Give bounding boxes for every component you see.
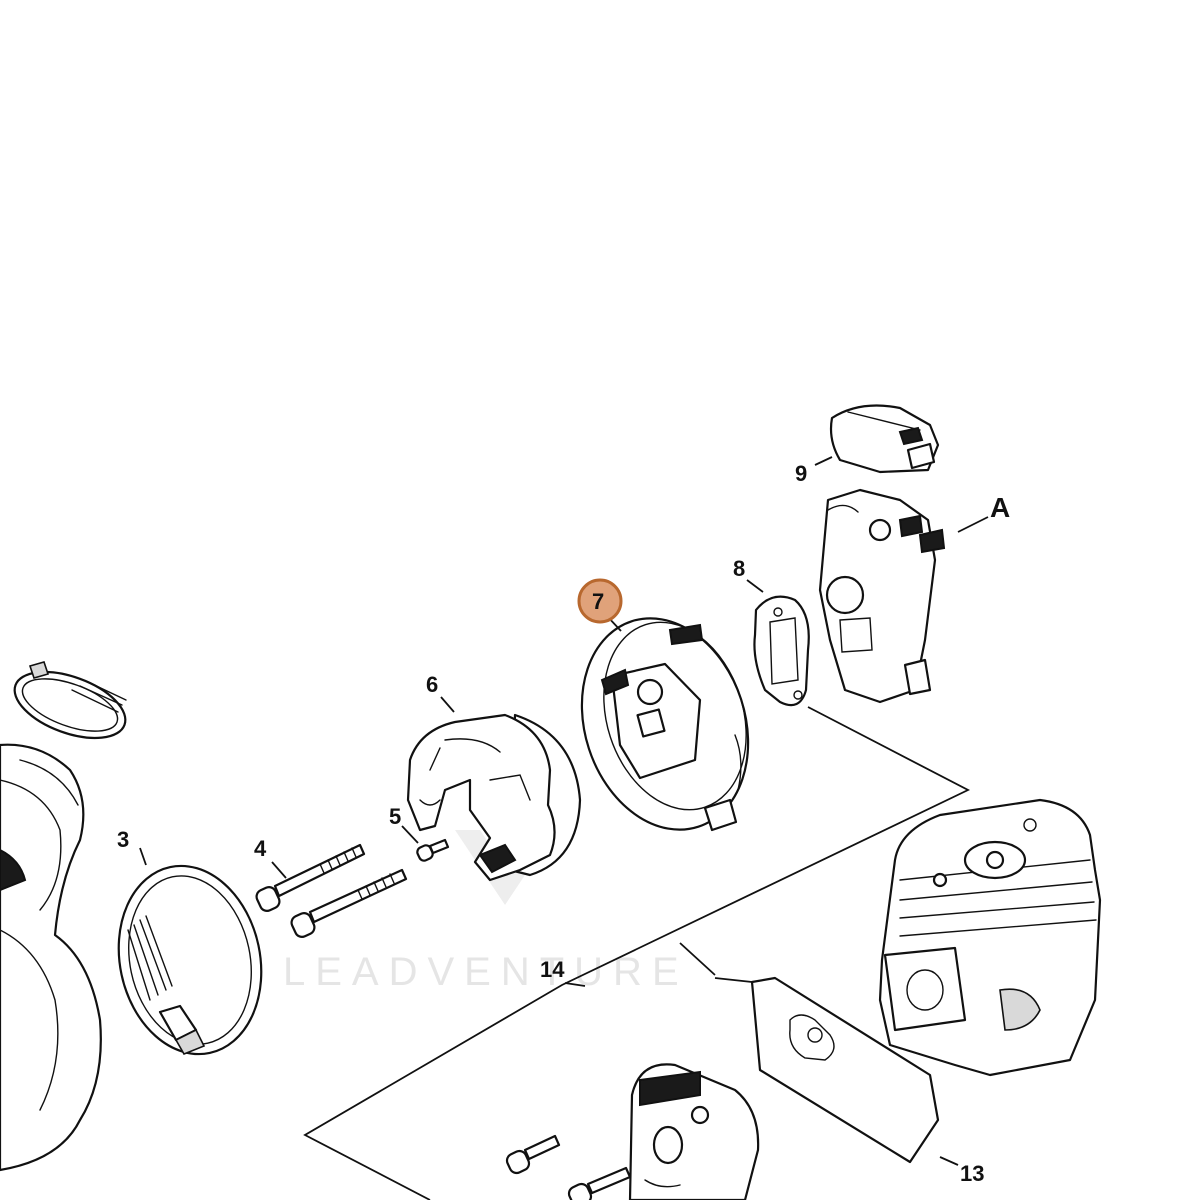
leader-13 (939, 1156, 959, 1166)
leader-8 (746, 579, 764, 593)
screw-bottom-a[interactable] (505, 1134, 561, 1175)
callout-A[interactable]: A (990, 492, 1010, 523)
part-9-carburetor-cover[interactable] (829, 404, 940, 474)
part-7-filter-plate[interactable] (556, 597, 775, 852)
leader-lines (139, 456, 989, 1166)
part-4-screws[interactable] (254, 843, 408, 939)
part-bottom-screws[interactable] (505, 1134, 632, 1200)
callout-3[interactable]: 3 (117, 827, 129, 852)
frame-inner-line (679, 942, 716, 976)
assembly-frame-lines (303, 706, 971, 1200)
callout-4[interactable]: 4 (254, 836, 267, 861)
assembly-frame-14 (303, 706, 971, 1200)
leader-A (957, 516, 989, 533)
callout-9[interactable]: 9 (795, 461, 807, 486)
screw-bottom-b[interactable] (567, 1166, 632, 1200)
callout-8[interactable]: 8 (733, 556, 745, 581)
callout-13[interactable]: 13 (960, 1161, 984, 1186)
leader-4 (271, 861, 287, 879)
part-intake-manifold[interactable] (628, 1063, 760, 1200)
callout-14[interactable]: 14 (540, 957, 565, 982)
leader-14 (564, 982, 586, 987)
leader-5 (401, 825, 419, 844)
callout-6[interactable]: 6 (426, 672, 438, 697)
leader-3 (139, 847, 147, 866)
leader-9 (814, 456, 833, 466)
part-8-gasket[interactable] (753, 595, 810, 707)
part-cylinder[interactable] (878, 798, 1102, 1077)
callout-7[interactable]: 7 (592, 589, 604, 614)
part-housing-left[interactable] (0, 743, 102, 1172)
callouts: 3 4 5 6 7 8 9 A 13 14 (117, 461, 1010, 1186)
watermark-text: LEADVENTURE (283, 950, 689, 994)
screw-4a[interactable] (254, 843, 366, 913)
screw-4b[interactable] (289, 868, 408, 939)
part-13-gasket-plate[interactable] (750, 976, 940, 1164)
part-5-screw[interactable] (416, 838, 450, 862)
part-6-intake-flange[interactable] (406, 713, 582, 882)
leader-6 (440, 696, 455, 713)
callout-7-highlight[interactable] (577, 578, 623, 624)
part-3-hose-clamp[interactable] (102, 853, 278, 1068)
part-carburetor[interactable] (818, 488, 946, 704)
part-hose-clamp-top[interactable] (6, 659, 134, 751)
frame-inner-line-2 (714, 977, 753, 983)
callout-5[interactable]: 5 (389, 804, 401, 829)
